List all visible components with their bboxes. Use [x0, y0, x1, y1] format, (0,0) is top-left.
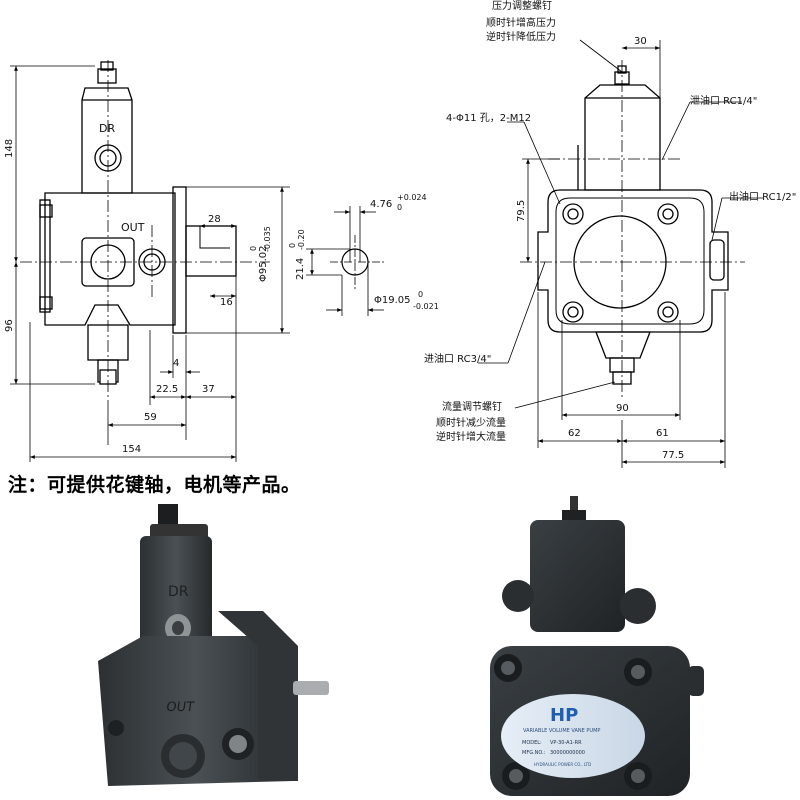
- dim-16: 16: [220, 297, 233, 308]
- tol-body-top: 0: [249, 246, 258, 251]
- dim-61: 61: [656, 428, 669, 439]
- out-label: OUT: [121, 221, 145, 234]
- photo-dr-text: DR: [168, 584, 189, 600]
- dim-body-phi: Φ95.02: [258, 246, 269, 283]
- photo-maker: HYDRAULIC POWER CO., LTD: [534, 762, 591, 767]
- shaft-tol-top: 0: [418, 290, 423, 299]
- key-width: 4.76: [370, 199, 392, 210]
- inlet-port-label: 进油口 RC3/4": [424, 352, 491, 365]
- photo-out-text: OUT: [165, 700, 195, 715]
- shaft-tol-bot: -0.021: [413, 302, 439, 311]
- key-tol-bot: 0: [397, 203, 402, 212]
- shaft-dimensions: [306, 206, 385, 316]
- dim-30: 30: [634, 36, 647, 47]
- key-h-tol-bot: -0.20: [297, 229, 306, 250]
- dim-59: 59: [144, 412, 157, 423]
- flow-ccw: 逆时针增大流量: [436, 430, 506, 443]
- side-view: [537, 65, 729, 385]
- dim-79-5: 79.5: [516, 200, 527, 222]
- shaft-dia: Φ19.05: [374, 295, 411, 306]
- photo-plate-title: VARIABLE VOLUME VANE PUMP: [523, 728, 600, 734]
- photo-model-label: MODEL:: [522, 740, 542, 746]
- product-note: 注：可提供花键轴，电机等产品。: [8, 474, 301, 496]
- outlet-port-label: 出油口 RC1/2": [729, 190, 796, 203]
- photo-model-value: VP-30-A1-RR: [550, 740, 582, 746]
- key-height: 21.4: [295, 258, 306, 280]
- key-tol-top: +0.024: [397, 193, 427, 202]
- dim-4: 4: [173, 358, 179, 369]
- technical-drawing: DR OUT 148 96 28 16 Φ95.02 0 -0.035 4 22…: [4, 0, 796, 468]
- pressure-cw: 顺时针增高压力: [486, 16, 556, 29]
- front-centerlines: [20, 60, 270, 400]
- side-dimensions: [478, 39, 763, 468]
- dim-90: 90: [616, 403, 629, 414]
- flow-cw: 顺时针减少流量: [436, 416, 506, 429]
- holes-label: 4-Φ11 孔，2-M12: [446, 112, 531, 124]
- photo-mfg-label: MFG.NO.:: [522, 750, 546, 756]
- tol-body-bot: -0.035: [263, 226, 272, 252]
- pump-photo-side: DR OUT: [98, 504, 329, 786]
- drain-port-label: 泄油口 RC1/4": [690, 94, 757, 107]
- dim-77-5: 77.5: [662, 450, 684, 461]
- pressure-ccw: 逆时针降低压力: [486, 30, 556, 43]
- dim-22-5: 22.5: [156, 384, 178, 395]
- key-h-tol-top: 0: [288, 243, 297, 248]
- dim-28: 28: [208, 214, 221, 225]
- photo-mfg-value: 30000000000: [550, 750, 585, 756]
- dim-148: 148: [4, 139, 15, 158]
- dim-62: 62: [568, 428, 581, 439]
- dr-label: DR: [99, 122, 115, 135]
- flow-screw-title: 流量调节螺钉: [442, 400, 502, 413]
- dim-96: 96: [4, 319, 15, 332]
- dim-37: 37: [202, 384, 215, 395]
- side-centerlines: [520, 60, 745, 400]
- pump-photo-front: HP VARIABLE VOLUME VANE PUMP MODEL: VP-3…: [490, 496, 704, 796]
- photo-logo: HP: [550, 705, 578, 726]
- front-dimensions: [10, 65, 290, 462]
- dim-154: 154: [122, 444, 141, 455]
- pressure-screw-title: 压力调整螺钉: [492, 0, 552, 12]
